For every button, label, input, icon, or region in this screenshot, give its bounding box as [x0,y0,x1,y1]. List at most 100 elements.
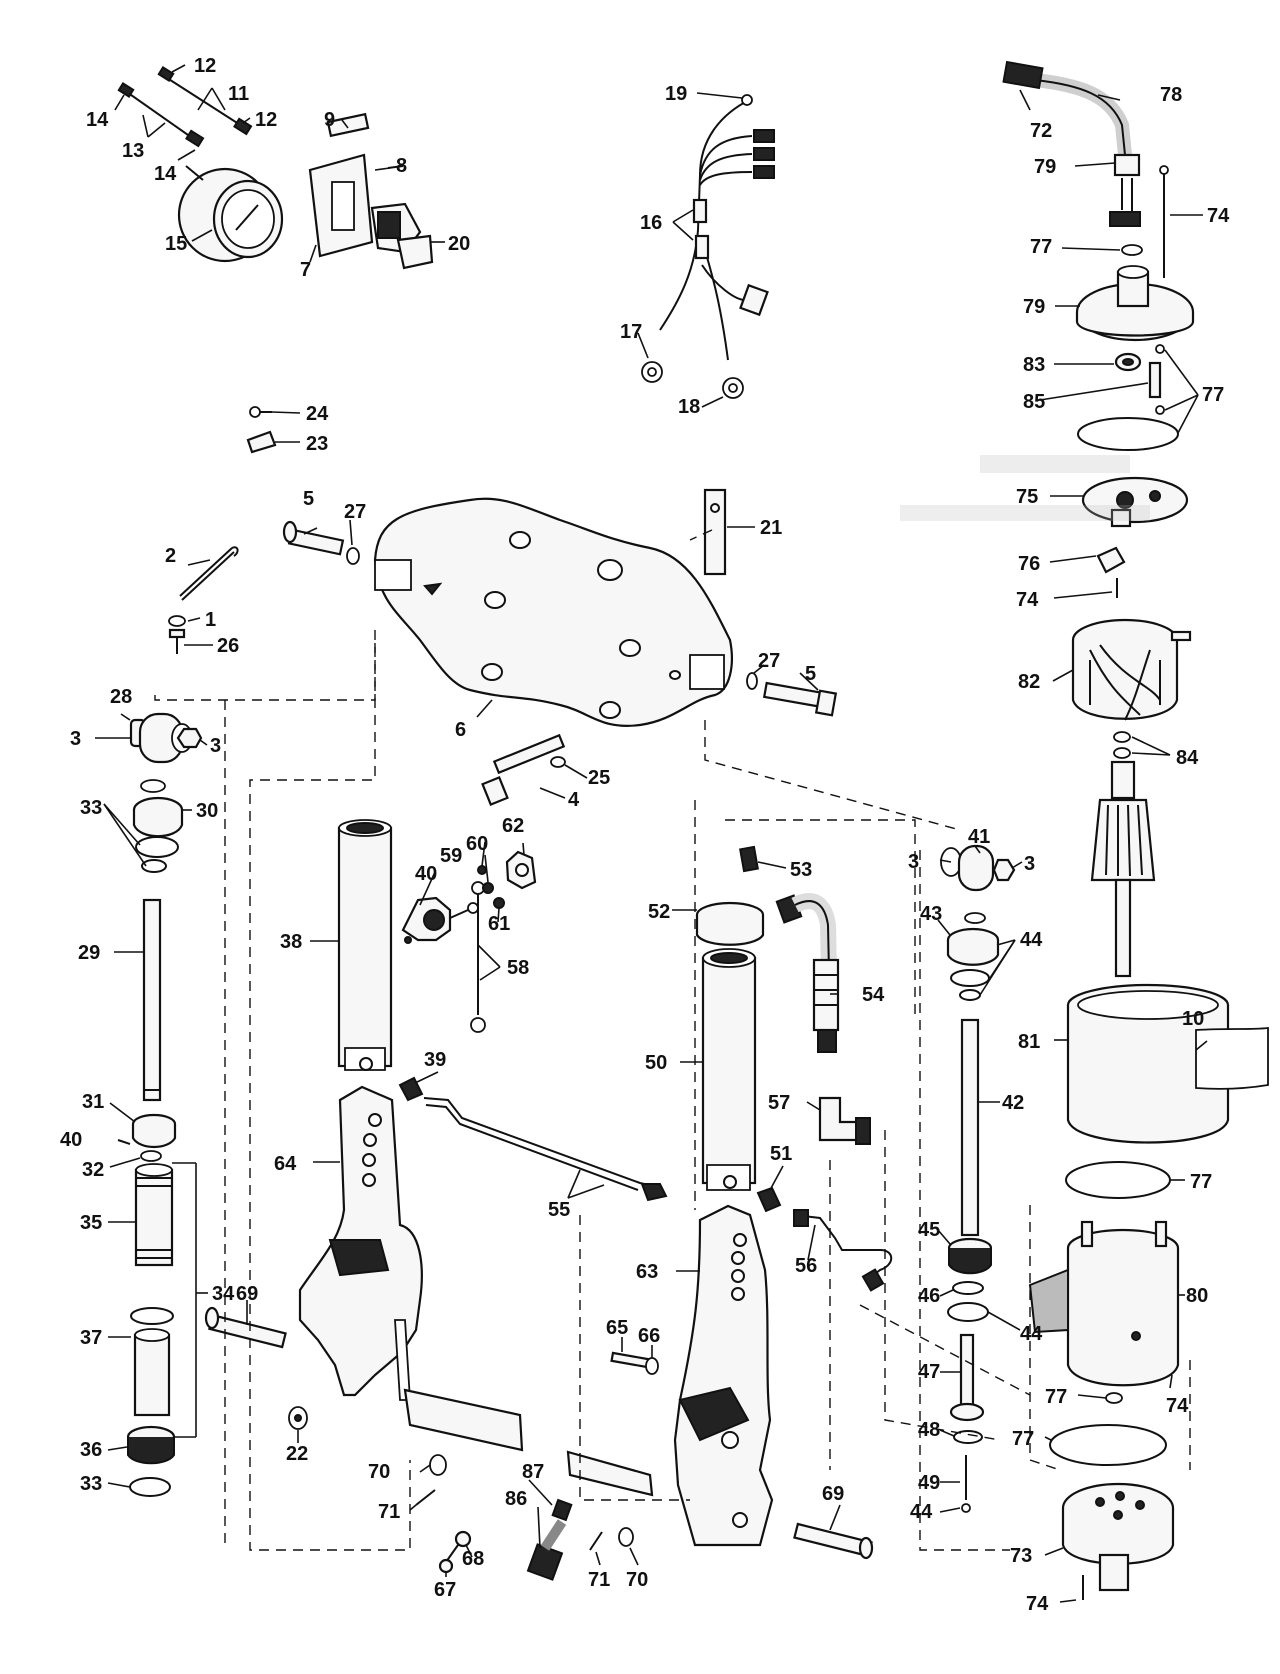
label-16: 16 [640,212,662,234]
label-53: 53 [790,859,812,881]
label-3: 3 [70,728,81,750]
label-77: 77 [1202,384,1224,406]
label-43: 43 [920,903,942,925]
mount-bolt [481,733,566,807]
label-21: 21 [760,517,782,539]
label-9: 9 [324,109,335,131]
tilt-cylinder-left [337,819,424,1102]
label-69: 69 [822,1483,844,1505]
label-26: 26 [217,635,239,657]
trim-gauge [177,165,284,263]
tube-56 [793,1209,893,1292]
label-57: 57 [768,1092,790,1114]
label-17: 17 [620,321,642,343]
label-3: 3 [1024,853,1035,875]
label-25: 25 [588,767,610,789]
label-74: 74 [1207,205,1230,227]
label-5: 5 [805,663,816,685]
label-54: 54 [862,984,885,1006]
label-64: 64 [274,1153,297,1175]
label-77: 77 [1012,1428,1034,1450]
label-41: 41 [968,826,990,848]
part-number-labels: 12 11 12 14 13 14 9 8 15 7 20 19 16 17 1… [60,55,1230,1615]
label-74: 74 [1166,1395,1189,1417]
label-62: 62 [502,815,524,837]
stern-bracket-right [566,1204,774,1547]
motor-top-assembly [1002,60,1269,1600]
valve-assembly [401,850,537,1033]
label-12: 12 [255,109,277,131]
left-cylinder-assembly [117,712,203,1497]
label-12: 12 [194,55,216,77]
tilt-cylinder-right [695,845,782,1213]
label-52: 52 [648,901,670,923]
label-63: 63 [636,1261,658,1283]
label-30: 30 [196,800,218,822]
label-6: 6 [455,719,466,741]
rocker-switch [370,202,434,270]
label-1: 1 [205,609,216,631]
jumper-wires [117,66,253,148]
label-40: 40 [415,863,437,885]
label-47: 47 [918,1361,940,1383]
label-18: 18 [678,396,700,418]
label-33: 33 [80,797,102,819]
label-66: 66 [638,1325,660,1347]
label-40: 40 [60,1129,82,1151]
label-82: 82 [1018,671,1040,693]
stern-bracket-left [298,1085,524,1452]
label-74: 74 [1026,1593,1049,1615]
label-71: 71 [588,1569,610,1591]
label-44: 44 [910,1501,933,1523]
label-71: 71 [378,1501,400,1523]
label-76: 76 [1018,553,1040,575]
hook-and-screw [168,546,239,654]
label-87: 87 [522,1461,544,1483]
label-72: 72 [1030,120,1052,142]
pivot-bolts [282,520,838,717]
label-58: 58 [507,957,529,979]
label-31: 31 [82,1091,104,1113]
label-79: 79 [1023,296,1045,318]
label-77: 77 [1190,1171,1212,1193]
label-77: 77 [1030,236,1052,258]
label-59: 59 [440,845,462,867]
label-14: 14 [154,163,177,185]
label-5: 5 [303,488,314,510]
label-80: 80 [1186,1285,1208,1307]
armature [1090,760,1156,978]
label-70: 70 [626,1569,648,1591]
label-36: 36 [80,1439,102,1461]
label-27: 27 [344,501,366,523]
label-13: 13 [122,140,144,162]
label-42: 42 [1002,1092,1024,1114]
wiring-harness [641,94,775,399]
label-8: 8 [396,155,407,177]
label-78: 78 [1160,84,1182,106]
label-45: 45 [918,1219,940,1241]
label-69: 69 [236,1283,258,1305]
bottom-hardware [204,1306,874,1581]
label-15: 15 [165,233,187,255]
label-79: 79 [1034,156,1056,178]
right-cylinder-assembly [940,844,1016,1513]
label-39: 39 [424,1049,446,1071]
label-77: 77 [1045,1386,1067,1408]
label-49: 49 [918,1472,940,1494]
label-32: 32 [82,1159,104,1181]
label-55: 55 [548,1199,570,1221]
leader-lines [95,64,1208,1603]
label-44: 44 [1020,929,1043,951]
label-65: 65 [606,1317,628,1339]
label-85: 85 [1023,391,1045,413]
label-24: 24 [306,403,329,425]
label-83: 83 [1023,354,1045,376]
pump-base [1061,1482,1175,1592]
label-50: 50 [645,1052,667,1074]
label-61: 61 [488,913,510,935]
label-10: 10 [1182,1008,1204,1030]
label-7: 7 [300,259,311,281]
trim-gauge-group [117,66,434,270]
label-27: 27 [758,650,780,672]
